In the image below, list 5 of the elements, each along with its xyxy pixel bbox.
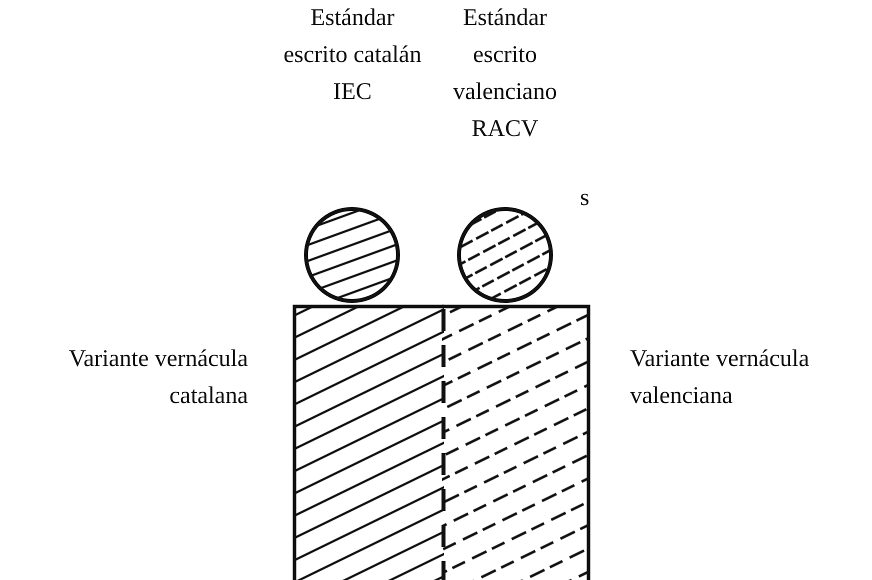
heading-text: Estándar escrito catalán IEC xyxy=(282,4,422,107)
side-label: Variante vernácula valenciana xyxy=(630,345,810,411)
heading-text: Estándar escrito valenciano RACV xyxy=(452,4,558,144)
side-label: Variante vernácula catalana xyxy=(68,345,248,411)
letter-label: s xyxy=(580,184,590,213)
